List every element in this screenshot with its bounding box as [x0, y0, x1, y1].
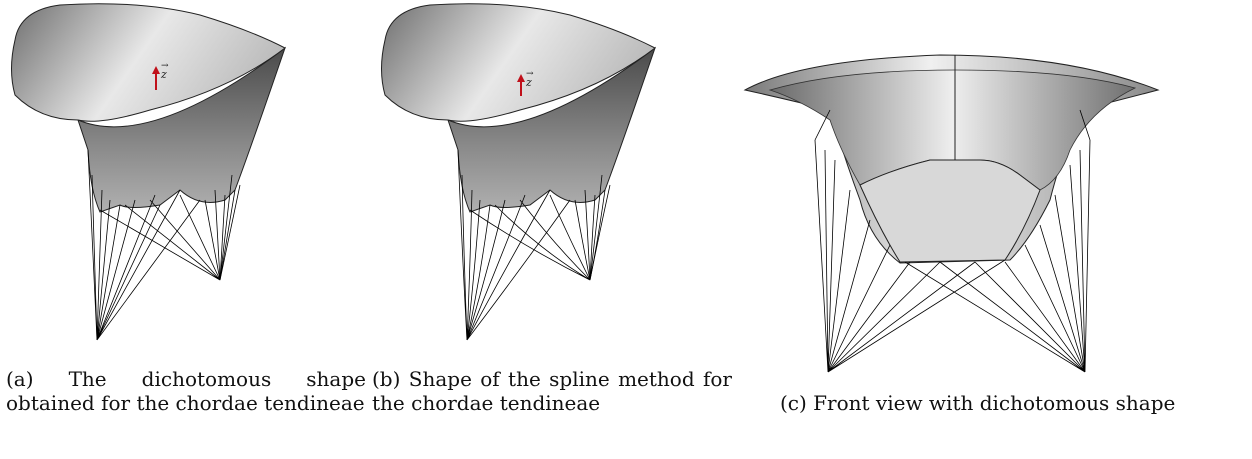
chordae-lines-c [814, 109, 1091, 373]
subfigure-a: z → [0, 0, 300, 345]
subfigure-b: z → [370, 0, 670, 345]
svg-text:→: → [161, 61, 169, 71]
caption-c: (c) Front view with dichotomous shape [780, 391, 1176, 415]
svg-text:z: z [160, 68, 167, 81]
valve-render-b: z → [381, 3, 657, 341]
valve-lower-leaflet-c [859, 159, 1041, 263]
svg-text:→: → [526, 69, 534, 79]
svg-text:z: z [525, 76, 532, 89]
z-axis-arrow-a: z → [152, 61, 169, 90]
subfigure-c [740, 0, 1170, 380]
chordae-lines-a [87, 149, 241, 341]
caption-a: (a) The dichotomous shape obtained for t… [6, 367, 366, 415]
valve-render-a: z → [11, 3, 287, 341]
chordae-lines-b [457, 149, 611, 341]
valve-render-c [743, 54, 1160, 373]
z-axis-arrow-b: z → [517, 69, 534, 96]
valve-top-surface-b [381, 3, 656, 122]
valve-top-surface-a [11, 3, 286, 122]
caption-b: (b) Shape of the spline method for the c… [372, 367, 732, 415]
